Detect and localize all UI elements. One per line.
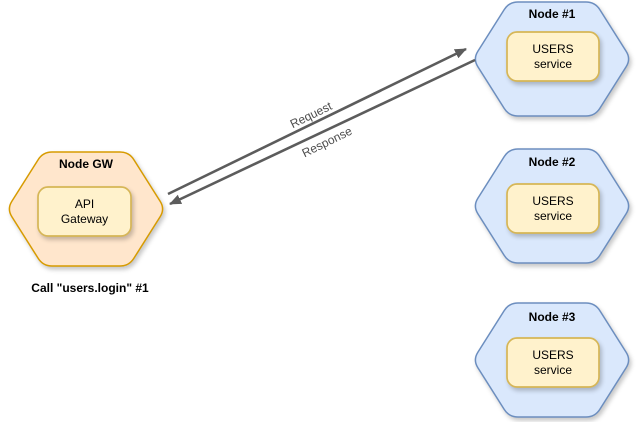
node-2-users-service-label: USERS service [507,184,599,233]
request-arrow [167,47,467,196]
node-1-service-line-1: USERS [532,41,574,56]
node-2-service-line-1: USERS [532,193,574,208]
node-1-title: Node #1 [528,7,576,21]
node-3-service-line-1: USERS [532,347,574,362]
node-3-users-service-box [506,337,600,388]
api-gateway-service-line-2: Gateway [60,211,109,226]
node-3-users-service-label: USERS service [507,338,599,387]
node-1-service-line-2: service [533,56,572,71]
api-gateway-service-line-1: API [74,196,95,211]
node-1-users-service-box [506,31,600,82]
call-caption: Call "users.login" #1 [31,281,149,295]
api-gateway-service-box [37,186,132,237]
node-2-title: Node #2 [528,155,576,169]
api-gateway-service-label: API Gateway [38,187,131,236]
response-arrow [169,58,476,206]
node-1-users-service-label: USERS service [507,32,599,81]
node-3-title: Node #3 [528,310,576,324]
node-3-service-line-2: service [533,362,572,377]
gateway-node-title: Node GW [59,157,113,171]
node-2-service-line-2: service [533,208,572,223]
node-2-users-service-box [506,183,600,234]
